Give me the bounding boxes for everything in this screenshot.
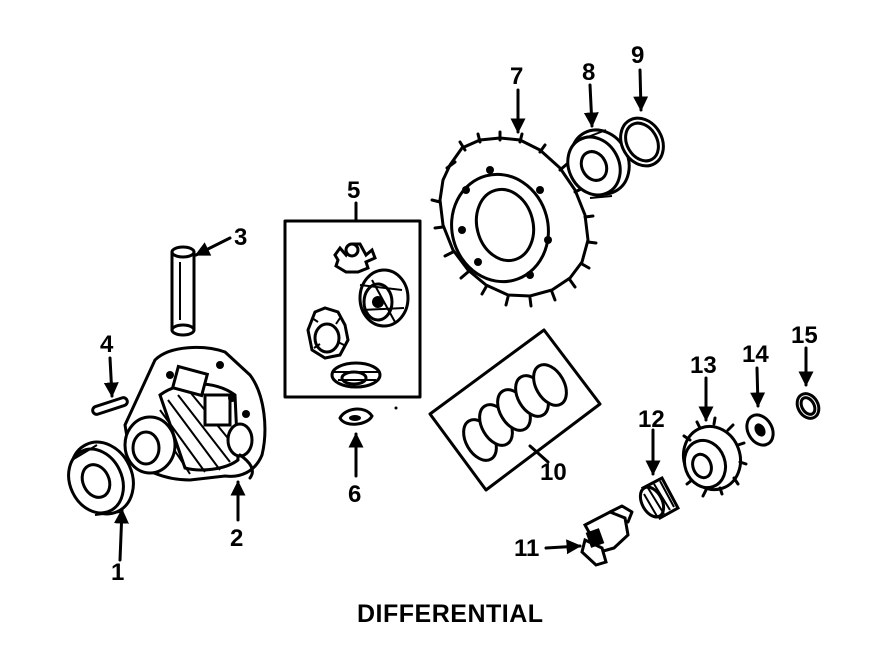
part-11-sensor	[580, 504, 634, 567]
arrow-3	[194, 236, 232, 257]
part-14-washer	[745, 413, 775, 447]
part-12-needle-bearing	[638, 475, 681, 521]
callout-13: 13	[690, 352, 717, 379]
diagram-title: DIFFERENTIAL	[357, 600, 544, 628]
part-4-pin	[91, 396, 129, 416]
arrow-4	[103, 356, 119, 398]
callout-6: 6	[348, 481, 361, 508]
part-10-spring-kit	[428, 328, 602, 492]
leader-arrows	[103, 68, 814, 562]
part-15-snap-ring	[795, 392, 821, 420]
arrow-10	[528, 444, 550, 464]
part-9-shim	[619, 116, 665, 168]
part-13-gear	[682, 416, 748, 498]
callout-11: 11	[514, 535, 539, 562]
callout-2: 2	[230, 525, 243, 552]
part-1-bearing	[67, 440, 135, 516]
part-3-pinion-shaft	[170, 245, 196, 337]
callout-15: 15	[791, 322, 818, 349]
part-7-ring-gear	[430, 130, 598, 308]
callout-12: 12	[638, 406, 665, 433]
callout-8: 8	[582, 59, 595, 86]
callout-4: 4	[100, 331, 114, 358]
callout-14: 14	[742, 341, 769, 368]
part-5-gear-kit	[283, 219, 422, 399]
callout-7: 7	[510, 63, 523, 90]
callout-9: 9	[631, 42, 644, 69]
arrow-11	[544, 539, 582, 555]
arrow-14	[750, 366, 766, 408]
arrow-1	[113, 508, 129, 562]
part-2-differential-case	[123, 346, 267, 482]
callout-labels: 1 2 3 4 5 6 7 8 9 10 11 12 13 14 15	[100, 42, 818, 586]
arrow-9	[633, 68, 649, 112]
callout-5: 5	[347, 177, 360, 204]
arrow-8	[583, 83, 599, 128]
callout-3: 3	[234, 224, 247, 251]
callout-1: 1	[111, 559, 124, 586]
part-6-thrust-washer	[338, 407, 374, 426]
callout-10: 10	[540, 459, 567, 486]
part-8-bearing	[566, 128, 631, 199]
